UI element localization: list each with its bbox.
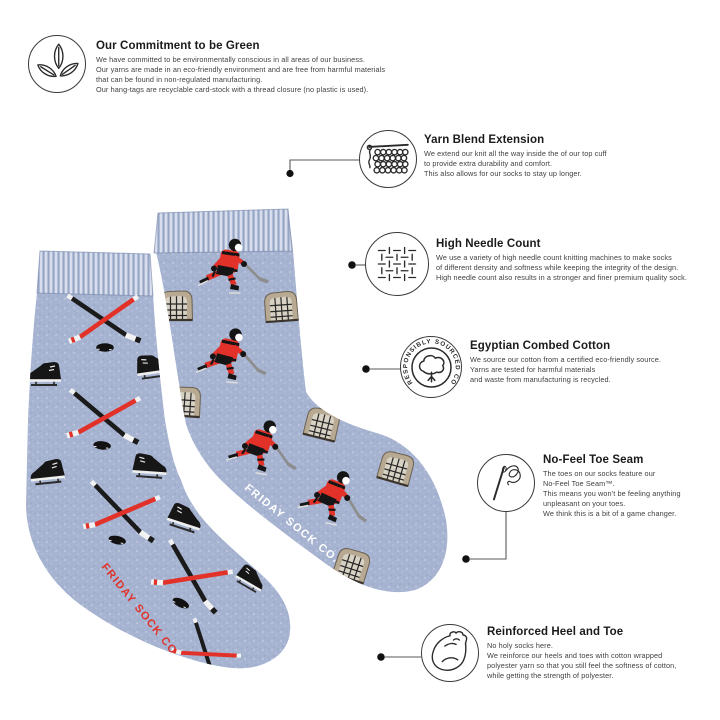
callout-connectors	[286, 159, 507, 661]
leaves-icon	[28, 35, 86, 93]
feature-body: We source our cotton from a certified ec…	[470, 355, 662, 384]
left-sock-cuff	[36, 250, 154, 297]
feature-title: Yarn Blend Extension	[424, 134, 545, 146]
feature-body: We have committed to be environmentally …	[96, 55, 386, 94]
connector-dot-yarn	[286, 169, 294, 178]
needle-thread-icon	[477, 454, 535, 512]
connector-dot-heel	[377, 653, 385, 661]
feature-title: Egyptian Combed Cotton	[470, 340, 611, 352]
feature-title: Our Commitment to be Green	[96, 40, 260, 52]
feature-title: High Needle Count	[436, 238, 541, 250]
needle-count-icon	[365, 232, 429, 296]
bicep-icon	[421, 624, 479, 682]
feature-title: Reinforced Heel and Toe	[487, 626, 624, 638]
connector-line-toe	[470, 512, 507, 560]
feature-title: No-Feel Toe Seam	[543, 454, 644, 466]
right-sock-cuff	[153, 208, 293, 254]
feature-body: The toes on our socks feature our No-Fee…	[543, 469, 681, 518]
feature-body: No holy socks here. We reinforce our hee…	[487, 641, 677, 680]
connector-dot-needle	[348, 261, 356, 269]
connector-dot-cotton	[362, 365, 370, 373]
knit-stitches-icon	[359, 130, 417, 188]
feature-body: We extend our knit all the way inside th…	[424, 149, 607, 178]
left-sock: FRIDAY SOCK CO.	[26, 250, 291, 669]
connector-dot-toe	[462, 555, 470, 563]
cotton-boll-icon: RESPONSIBLY SOURCED COTTON	[400, 336, 462, 398]
connector-line-yarn	[289, 159, 359, 170]
feature-body: We use a variety of high needle count kn…	[436, 253, 687, 282]
